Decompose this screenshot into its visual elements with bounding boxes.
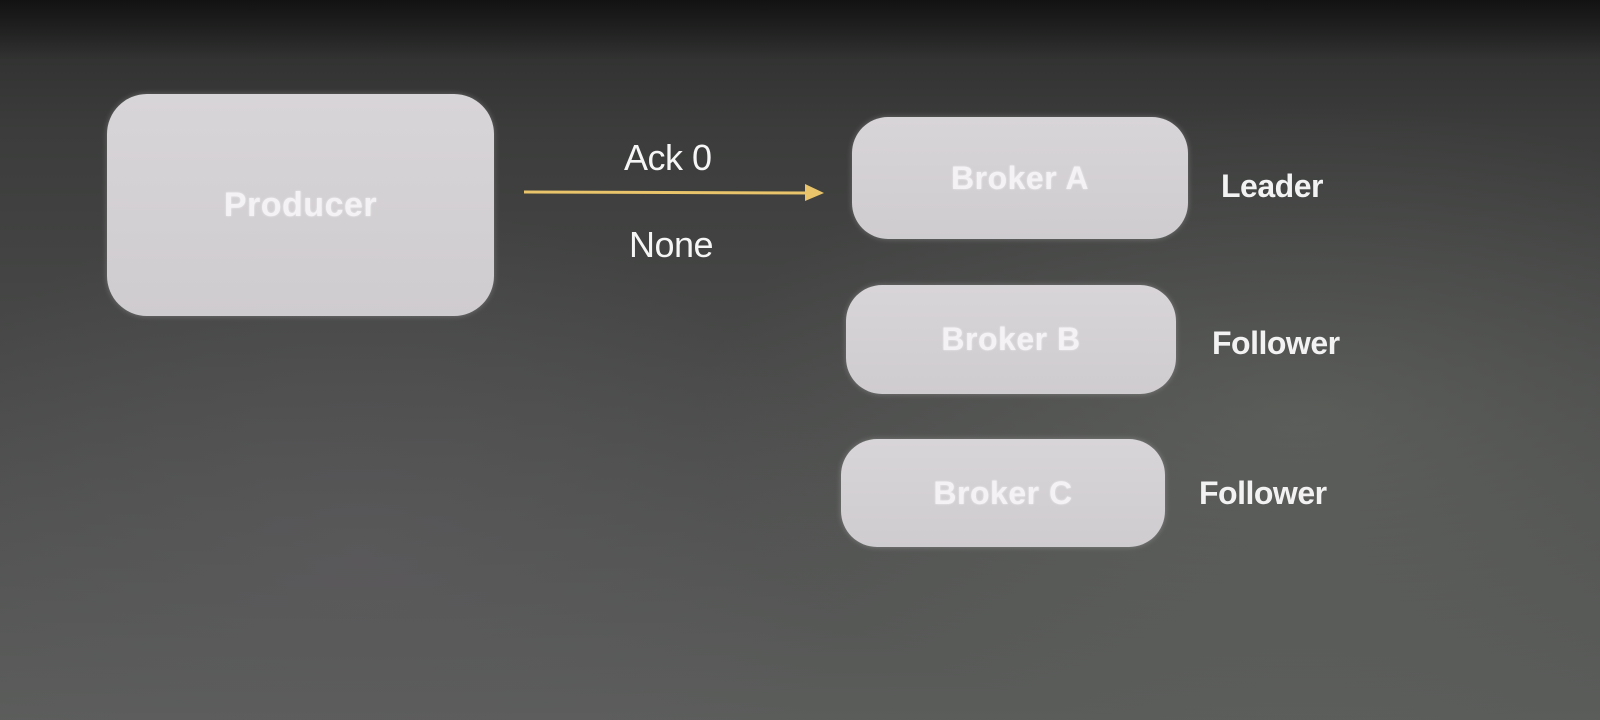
broker-b-role: Follower xyxy=(1212,325,1340,361)
arrow-top-label: Ack 0 xyxy=(624,137,712,178)
arrow-bottom-label: None xyxy=(629,224,714,265)
broker-c-label: Broker C xyxy=(933,474,1073,511)
arrow-shaft xyxy=(523,190,811,195)
broker-a-box: Broker A xyxy=(852,117,1188,239)
producer-to-broker-arrow xyxy=(523,184,824,201)
broker-a-role: Leader xyxy=(1221,168,1323,204)
broker-a-label: Broker A xyxy=(951,159,1089,196)
broker-b-label: Broker B xyxy=(941,321,1081,357)
broker-b-box: Broker B xyxy=(846,285,1176,394)
producer-label: Producer xyxy=(223,185,378,224)
broker-c-role: Follower xyxy=(1199,475,1327,511)
producer-box: Producer xyxy=(107,94,494,316)
broker-c-box: Broker C xyxy=(841,439,1165,547)
arrow-head xyxy=(805,184,824,201)
